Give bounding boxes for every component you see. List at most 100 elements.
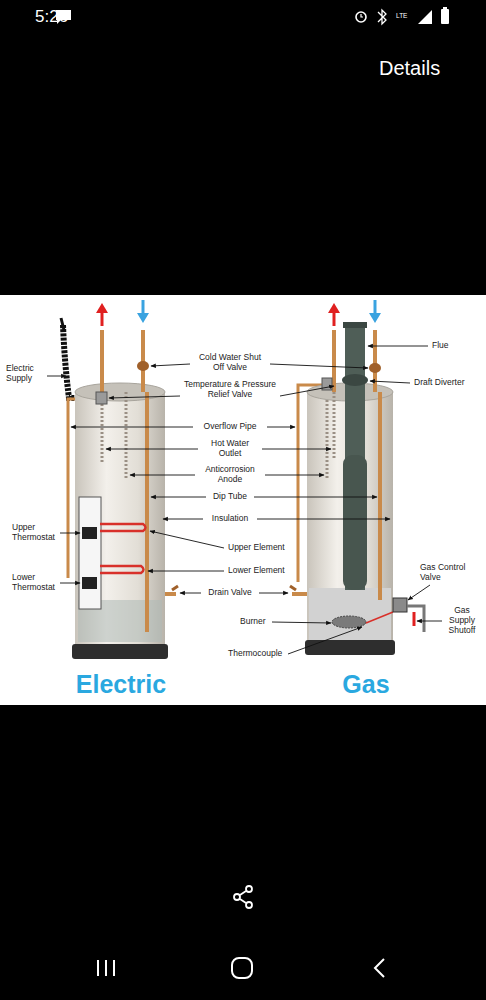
anode-rod [125, 392, 128, 478]
tp-valve [96, 392, 107, 404]
hot-pipe [332, 330, 336, 392]
part-label: Cold Water Shut Off Valve [193, 353, 267, 373]
recents-button [98, 960, 114, 976]
part-label: Upper Thermostat [12, 523, 58, 543]
leader-line [106, 449, 198, 450]
part-label: Temperature & Pressure Relief Valve [183, 380, 277, 400]
leader-line [408, 585, 430, 600]
leader-line [180, 593, 201, 594]
picture-panel [0, 295, 486, 705]
tank-top [75, 383, 165, 401]
share-icon [246, 886, 252, 892]
cold-arrowhead [137, 313, 149, 323]
part-label: Gas Control Valve [420, 563, 480, 583]
leader-line [148, 571, 224, 572]
part-label: Dip Tube [213, 492, 247, 502]
tank-base [72, 644, 168, 659]
gas-supply-pipe [407, 606, 424, 632]
lower-element [100, 566, 144, 573]
part-label: Flue [432, 341, 449, 351]
cold-pipe [373, 330, 377, 392]
part-label: Electric Supply [6, 364, 46, 384]
leader-line [151, 364, 190, 366]
share-icon [234, 894, 240, 900]
battery-tip [443, 7, 447, 9]
leader-line [280, 386, 334, 396]
hot-arrow [333, 312, 336, 326]
upper-thermostat [82, 527, 97, 539]
status-time: 5:26 [35, 7, 68, 27]
gas-shutoff-handle [413, 612, 416, 626]
alarm-hands [361, 14, 363, 17]
leader-line [417, 621, 442, 622]
gas-heater [290, 300, 424, 655]
signal-icon [418, 10, 432, 24]
heater-type-title: Gas [342, 670, 389, 699]
part-label: Insulation [212, 514, 248, 524]
electric-supply-cable [63, 325, 80, 398]
hot-arrowhead [96, 303, 108, 313]
tank-base [305, 640, 395, 655]
hot-water-outlet [333, 392, 336, 458]
leader-line [270, 364, 368, 368]
network-type: LTE [396, 12, 407, 19]
leader-line [257, 519, 390, 520]
leader-line [370, 381, 410, 383]
part-label: Hot Water Outlet [202, 439, 258, 459]
drain-handle [172, 586, 178, 590]
part-label: Lower Thermostat [12, 573, 58, 593]
share-icon [246, 902, 252, 908]
status-icons [56, 7, 449, 24]
alarm-icon [356, 12, 366, 22]
part-label: Thermocouple [228, 649, 282, 659]
part-label: Anticorrosion Anode [197, 465, 263, 485]
leader-line [368, 346, 428, 347]
bluetooth-icon [378, 10, 386, 24]
leader-line [60, 583, 80, 584]
part-label: Burner [240, 617, 266, 627]
leader-line [267, 427, 295, 428]
leader-line [71, 427, 193, 428]
gas-control-valve [393, 598, 407, 612]
leader-line [151, 497, 206, 498]
leader-line [265, 475, 324, 476]
dip-tube [378, 392, 382, 600]
leader-line [109, 396, 180, 398]
cold-arrow [142, 300, 145, 314]
header-action: Details [379, 57, 440, 80]
flue-baffle [343, 455, 367, 590]
tank-body [75, 392, 165, 648]
hot-arrow [101, 312, 104, 326]
leader-line [163, 519, 203, 520]
dip-tube [145, 392, 149, 632]
electric-heater [61, 300, 178, 659]
cable-end [61, 318, 64, 330]
leader-line [262, 449, 331, 450]
cold-shutoff-valve [137, 361, 149, 371]
leader-line [254, 497, 377, 498]
cold-arrowhead [369, 313, 381, 323]
burner [332, 616, 366, 628]
leader-lines [47, 346, 442, 654]
part-label: Gas Supply Shutoff [444, 606, 480, 635]
leader-line [130, 475, 195, 476]
leader-line [47, 376, 66, 377]
part-label: Lower Element [228, 566, 285, 576]
share-icon [240, 891, 246, 903]
cold-shutoff-valve [369, 363, 381, 373]
leader-line [150, 531, 224, 548]
battery-icon [441, 9, 449, 24]
part-label: Draft Diverter [414, 378, 465, 388]
upper-element [100, 524, 146, 531]
part-label: Overflow Pipe [204, 422, 257, 432]
home-button [232, 958, 252, 978]
thermostat-panel [79, 497, 101, 609]
leader-line [259, 593, 288, 594]
lower-thermostat [82, 577, 97, 589]
part-label: Drain Valve [208, 588, 251, 598]
flue-cap [343, 322, 367, 328]
leader-line [288, 627, 362, 654]
hot-pipe [100, 330, 104, 392]
